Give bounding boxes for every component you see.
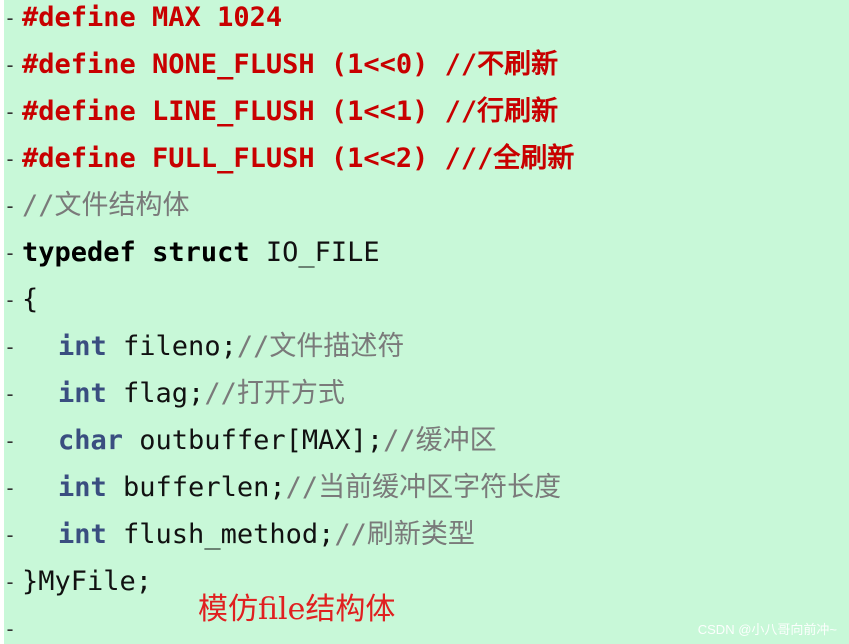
line-marker: - <box>4 288 17 312</box>
code-token: flag; <box>106 378 205 409</box>
code-token: struct <box>152 237 250 268</box>
code-text: char outbuffer[MAX];//缓冲区 <box>22 423 497 459</box>
code-text: int flag;//打开方式 <box>22 376 345 412</box>
code-token: char <box>58 425 124 456</box>
code-line: -int fileno;//文件描述符 <box>0 329 849 376</box>
code-text: #define MAX 1024 <box>22 0 282 36</box>
code-text: int fileno;//文件描述符 <box>22 329 404 365</box>
code-line: -#define FULL_FLUSH (1<<2) ///全刷新 <box>0 141 849 188</box>
code-line: -typedef struct IO_FILE <box>0 235 849 282</box>
line-marker: - <box>4 429 17 453</box>
code-text: #define NONE_FLUSH (1<<0) //不刷新 <box>22 47 558 83</box>
code-text: //文件结构体 <box>22 188 190 224</box>
code-token: //当前缓冲区字符长度 <box>285 472 562 503</box>
code-token: fileno; <box>106 331 237 362</box>
code-text: int bufferlen;//当前缓冲区字符长度 <box>22 470 561 506</box>
code-line: -#define LINE_FLUSH (1<<1) //行刷新 <box>0 94 849 141</box>
code-text: #define FULL_FLUSH (1<<2) ///全刷新 <box>22 141 574 177</box>
code-token: #define NONE_FLUSH (1<<0) //不刷新 <box>22 49 559 80</box>
line-marker: - <box>4 194 17 218</box>
code-token: int <box>58 519 107 550</box>
code-token: typedef <box>22 237 136 268</box>
code-token: #define LINE_FLUSH (1<<1) //行刷新 <box>22 96 559 127</box>
code-gutter <box>0 0 4 644</box>
code-token: { <box>22 284 39 315</box>
code-token: flush_method; <box>106 519 335 550</box>
code-token: outbuffer[MAX]; <box>123 425 384 456</box>
code-line: -#define NONE_FLUSH (1<<0) //不刷新 <box>0 47 849 94</box>
code-token: int <box>58 331 107 362</box>
code-text: #define LINE_FLUSH (1<<1) //行刷新 <box>22 94 558 130</box>
line-marker: - <box>4 241 17 265</box>
line-marker: - <box>4 523 17 547</box>
code-token: int <box>58 472 107 503</box>
line-marker: - <box>4 335 17 359</box>
caption-annotation: 模仿file结构体 <box>198 592 396 627</box>
code-token: int <box>58 378 107 409</box>
code-line: -int bufferlen;//当前缓冲区字符长度 <box>0 470 849 517</box>
code-line: -char outbuffer[MAX];//缓冲区 <box>0 423 849 470</box>
code-token: //打开方式 <box>204 378 345 409</box>
code-token: #define FULL_FLUSH (1<<2) ///全刷新 <box>22 143 575 174</box>
code-text: { <box>22 282 38 318</box>
line-marker: - <box>4 382 17 406</box>
code-token: }MyFile; <box>22 566 153 597</box>
code-token: IO_FILE <box>249 237 380 268</box>
code-line: -#define MAX 1024 <box>0 0 849 47</box>
code-token: //文件结构体 <box>22 190 190 221</box>
code-text: typedef struct IO_FILE <box>22 235 380 271</box>
code-line: -}MyFile; <box>0 564 849 611</box>
code-line: -//文件结构体 <box>0 188 849 235</box>
line-marker: - <box>4 476 17 500</box>
line-marker: - <box>4 53 17 77</box>
code-token <box>136 237 152 268</box>
code-token: #define MAX 1024 <box>22 2 283 33</box>
line-marker: - <box>4 100 17 124</box>
code-line: -int flush_method;//刷新类型 <box>0 517 849 564</box>
code-line: -{ <box>0 282 849 329</box>
code-text: }MyFile; <box>22 564 152 600</box>
line-marker: - <box>4 570 17 594</box>
line-marker: - <box>4 6 17 30</box>
code-token: //缓冲区 <box>383 425 497 456</box>
code-line: -int flag;//打开方式 <box>0 376 849 423</box>
code-token: bufferlen; <box>106 472 286 503</box>
code-token: //文件描述符 <box>236 331 405 362</box>
line-marker: - <box>4 147 17 171</box>
code-token: //刷新类型 <box>334 519 475 550</box>
code-text: int flush_method;//刷新类型 <box>22 517 475 553</box>
watermark-text: CSDN @小八哥向前冲~ <box>697 622 837 637</box>
line-marker: - <box>4 617 17 641</box>
code-line: - <box>0 611 849 644</box>
